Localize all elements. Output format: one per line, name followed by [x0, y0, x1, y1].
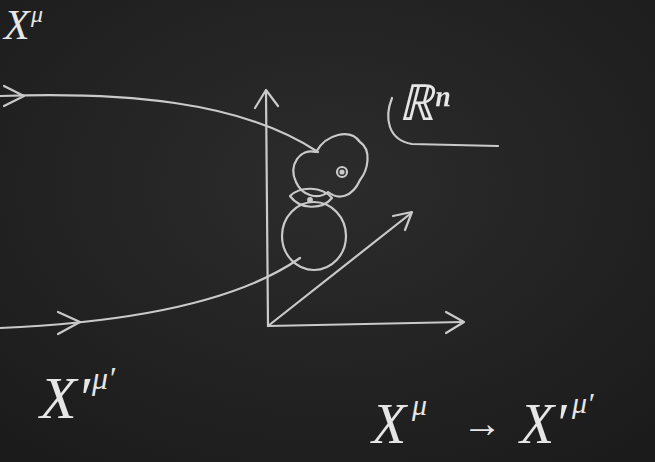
map-curve	[0, 258, 300, 328]
chart-patch	[282, 202, 346, 270]
point-marker	[337, 167, 347, 177]
coordinate-symbol: X	[4, 4, 30, 46]
coordinate-symbol: X′	[40, 368, 90, 428]
map-arrowhead	[58, 312, 80, 334]
overlap-region	[290, 189, 332, 207]
map-curve	[0, 95, 318, 152]
index-superscript: μ′	[572, 388, 594, 418]
point-marker	[308, 198, 312, 202]
map-arrowhead	[4, 86, 24, 106]
map-arrow: →	[462, 404, 502, 444]
axis-arrowhead	[255, 90, 278, 108]
axis-arrowhead	[446, 312, 464, 333]
index-superscript: μ	[412, 390, 427, 420]
space-symbol: ℝⁿ	[398, 78, 450, 128]
point-marker	[341, 171, 344, 174]
horizontal-axis	[268, 322, 462, 326]
depth-axis	[268, 214, 410, 326]
coordinate-symbol: X′	[520, 396, 566, 452]
index-superscript: μ	[31, 2, 43, 26]
coordinate-symbol: X	[372, 396, 406, 452]
axis-arrowhead	[393, 212, 412, 230]
index-superscript: μ′	[92, 362, 115, 394]
